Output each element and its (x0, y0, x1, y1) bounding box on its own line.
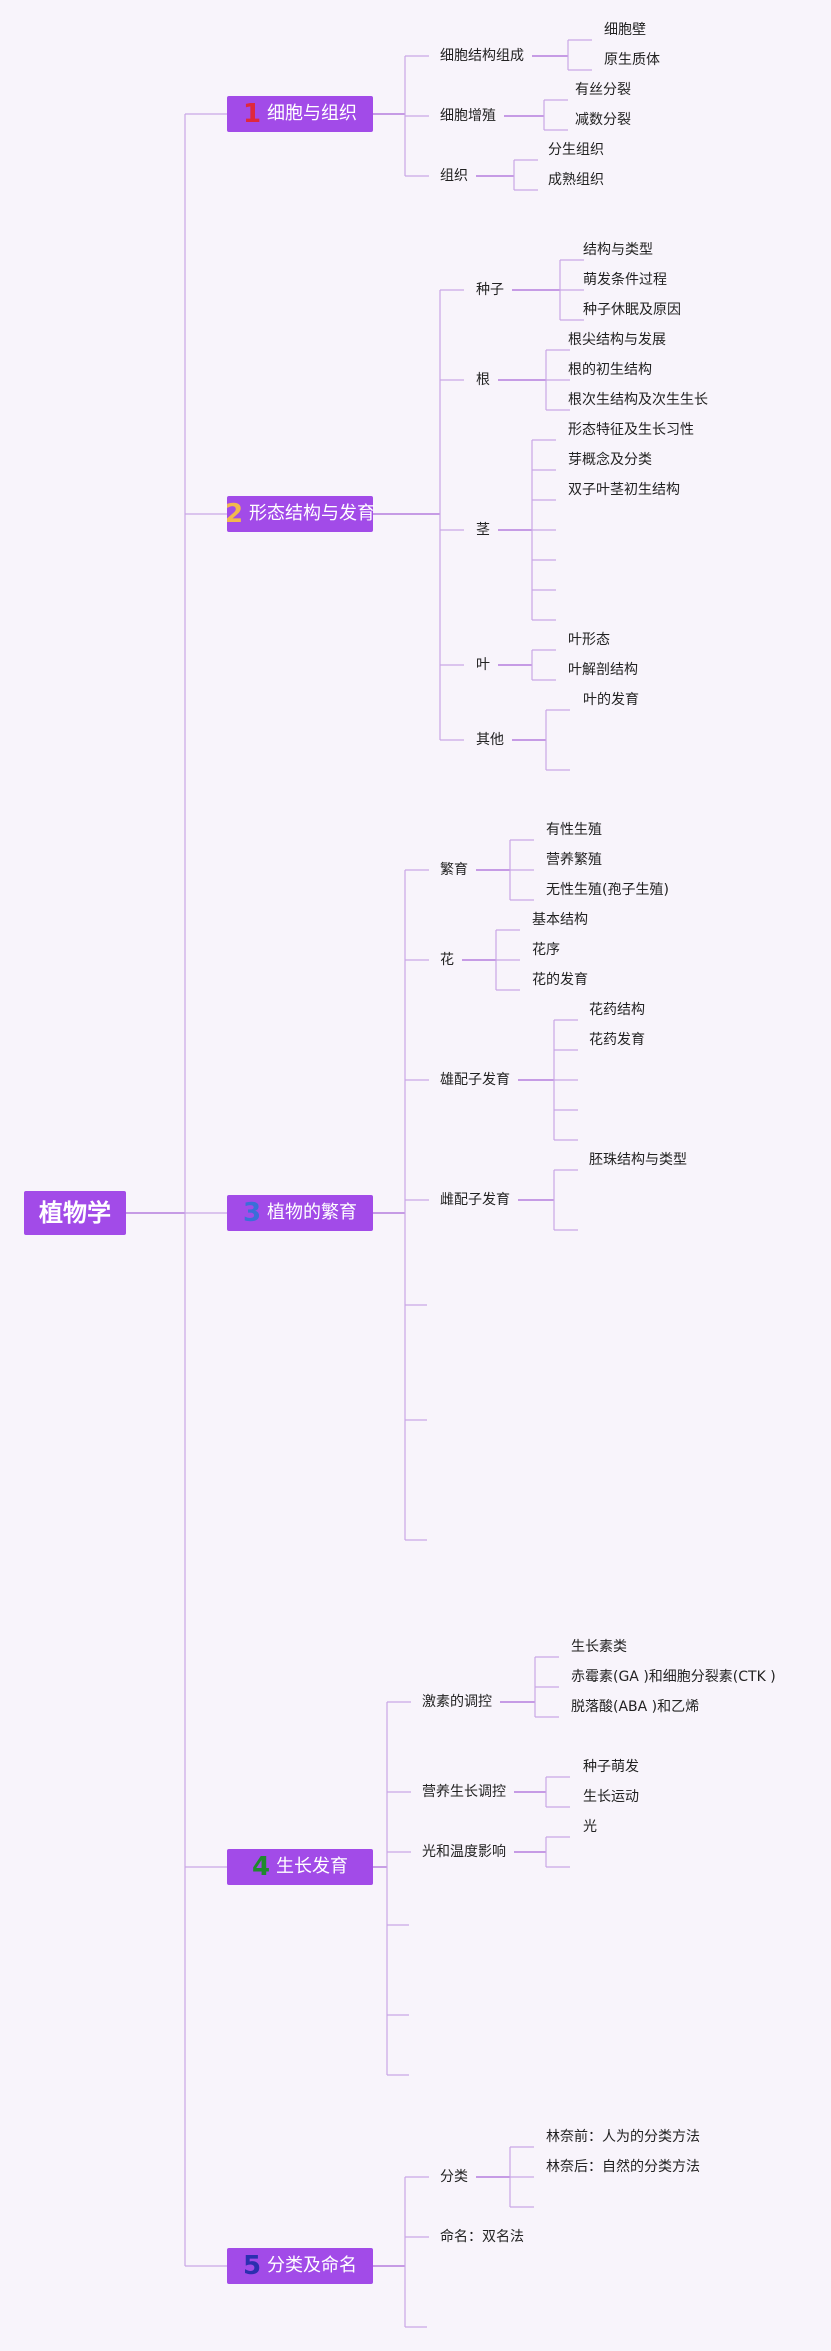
subtopic-node[interactable]: 叶的发育 (583, 692, 639, 708)
topic-node[interactable]: 营养生长调控 (422, 1784, 506, 1800)
subtopic-node[interactable]: 形态特征及生长习性 (568, 422, 694, 438)
topic-node[interactable]: 激素的调控 (422, 1694, 492, 1710)
subtopic-node[interactable]: 光 (583, 1819, 597, 1835)
section-node-2[interactable]: 2 形态结构与发育 (224, 496, 376, 532)
subtopic-node[interactable]: 种子休眠及原因 (583, 302, 681, 318)
section-label: 形态结构与发育 (249, 503, 376, 524)
subtopic-node[interactable]: 胚珠结构与类型 (589, 1152, 687, 1168)
subtopic-node[interactable]: 花序 (532, 942, 560, 958)
topic-node[interactable]: 根 (476, 372, 490, 388)
subtopic-node[interactable]: 无性生殖(孢子生殖) (546, 882, 669, 898)
topic-node[interactable]: 雄配子发育 (440, 1072, 510, 1088)
root-node[interactable]: 植物学 (24, 1191, 126, 1235)
section-number: 3 (242, 1198, 262, 1228)
topic-node[interactable]: 繁育 (440, 862, 468, 878)
subtopic-node[interactable]: 营养繁殖 (546, 852, 602, 868)
subtopic-node[interactable]: 有性生殖 (546, 822, 602, 838)
subtopic-node[interactable]: 林奈后：自然的分类方法 (546, 2159, 700, 2175)
section-label: 植物的繁育 (267, 1202, 358, 1223)
topic-node[interactable]: 叶 (476, 657, 490, 673)
section-number: 2 (224, 499, 244, 529)
subtopic-node[interactable]: 原生质体 (604, 52, 660, 68)
subtopic-node[interactable]: 芽概念及分类 (568, 452, 652, 468)
topic-node[interactable]: 组织 (440, 168, 468, 184)
subtopic-node[interactable]: 花药发育 (589, 1032, 645, 1048)
topic-node[interactable]: 茎 (476, 522, 490, 538)
subtopic-node[interactable]: 脱落酸(ABA )和乙烯 (571, 1699, 700, 1715)
subtopic-node[interactable]: 花的发育 (532, 972, 588, 988)
subtopic-node[interactable]: 双子叶茎初生结构 (568, 482, 680, 498)
topic-node[interactable]: 花 (440, 952, 454, 968)
topic-node[interactable]: 种子 (476, 282, 504, 298)
section-number: 1 (242, 99, 262, 129)
topic-node[interactable]: 细胞结构组成 (440, 48, 524, 64)
topic-node[interactable]: 光和温度影响 (422, 1844, 506, 1860)
subtopic-node[interactable]: 减数分裂 (575, 112, 631, 128)
subtopic-node[interactable]: 成熟组织 (548, 172, 604, 188)
subtopic-node[interactable]: 结构与类型 (583, 242, 653, 258)
subtopic-node[interactable]: 根次生结构及次生生长 (568, 392, 708, 408)
subtopic-node[interactable]: 基本结构 (532, 912, 588, 928)
section-number: 5 (242, 2251, 262, 2281)
topic-node[interactable]: 命名：双名法 (440, 2229, 524, 2245)
subtopic-node[interactable]: 生长运动 (583, 1789, 639, 1805)
subtopic-node[interactable]: 根的初生结构 (568, 362, 652, 378)
topic-node[interactable]: 分类 (440, 2169, 468, 2185)
section-label: 生长发育 (276, 1856, 349, 1877)
section-node-5[interactable]: 5 分类及命名 (227, 2248, 373, 2284)
section-node-1[interactable]: 1 细胞与组织 (227, 96, 373, 132)
subtopic-node[interactable]: 叶形态 (568, 632, 610, 648)
topic-node[interactable]: 雌配子发育 (440, 1192, 510, 1208)
subtopic-node[interactable]: 生长素类 (571, 1639, 627, 1655)
subtopic-node[interactable]: 有丝分裂 (575, 82, 631, 98)
subtopic-node[interactable]: 种子萌发 (583, 1759, 639, 1775)
section-label: 分类及命名 (267, 2255, 358, 2276)
section-label: 细胞与组织 (267, 103, 358, 124)
subtopic-node[interactable]: 细胞壁 (604, 22, 646, 38)
subtopic-node[interactable]: 萌发条件过程 (583, 272, 667, 288)
section-node-3[interactable]: 3 植物的繁育 (227, 1195, 373, 1231)
subtopic-node[interactable]: 花药结构 (589, 1002, 645, 1018)
subtopic-node[interactable]: 林奈前：人为的分类方法 (546, 2129, 700, 2145)
subtopic-node[interactable]: 叶解剖结构 (568, 662, 638, 678)
section-number: 4 (251, 1852, 271, 1882)
topic-node[interactable]: 其他 (476, 732, 504, 748)
subtopic-node[interactable]: 根尖结构与发展 (568, 332, 666, 348)
topic-node[interactable]: 细胞增殖 (440, 108, 496, 124)
subtopic-node[interactable]: 分生组织 (548, 142, 604, 158)
section-node-4[interactable]: 4 生长发育 (227, 1849, 373, 1885)
subtopic-node[interactable]: 赤霉素(GA )和细胞分裂素(CTK ) (571, 1669, 776, 1685)
